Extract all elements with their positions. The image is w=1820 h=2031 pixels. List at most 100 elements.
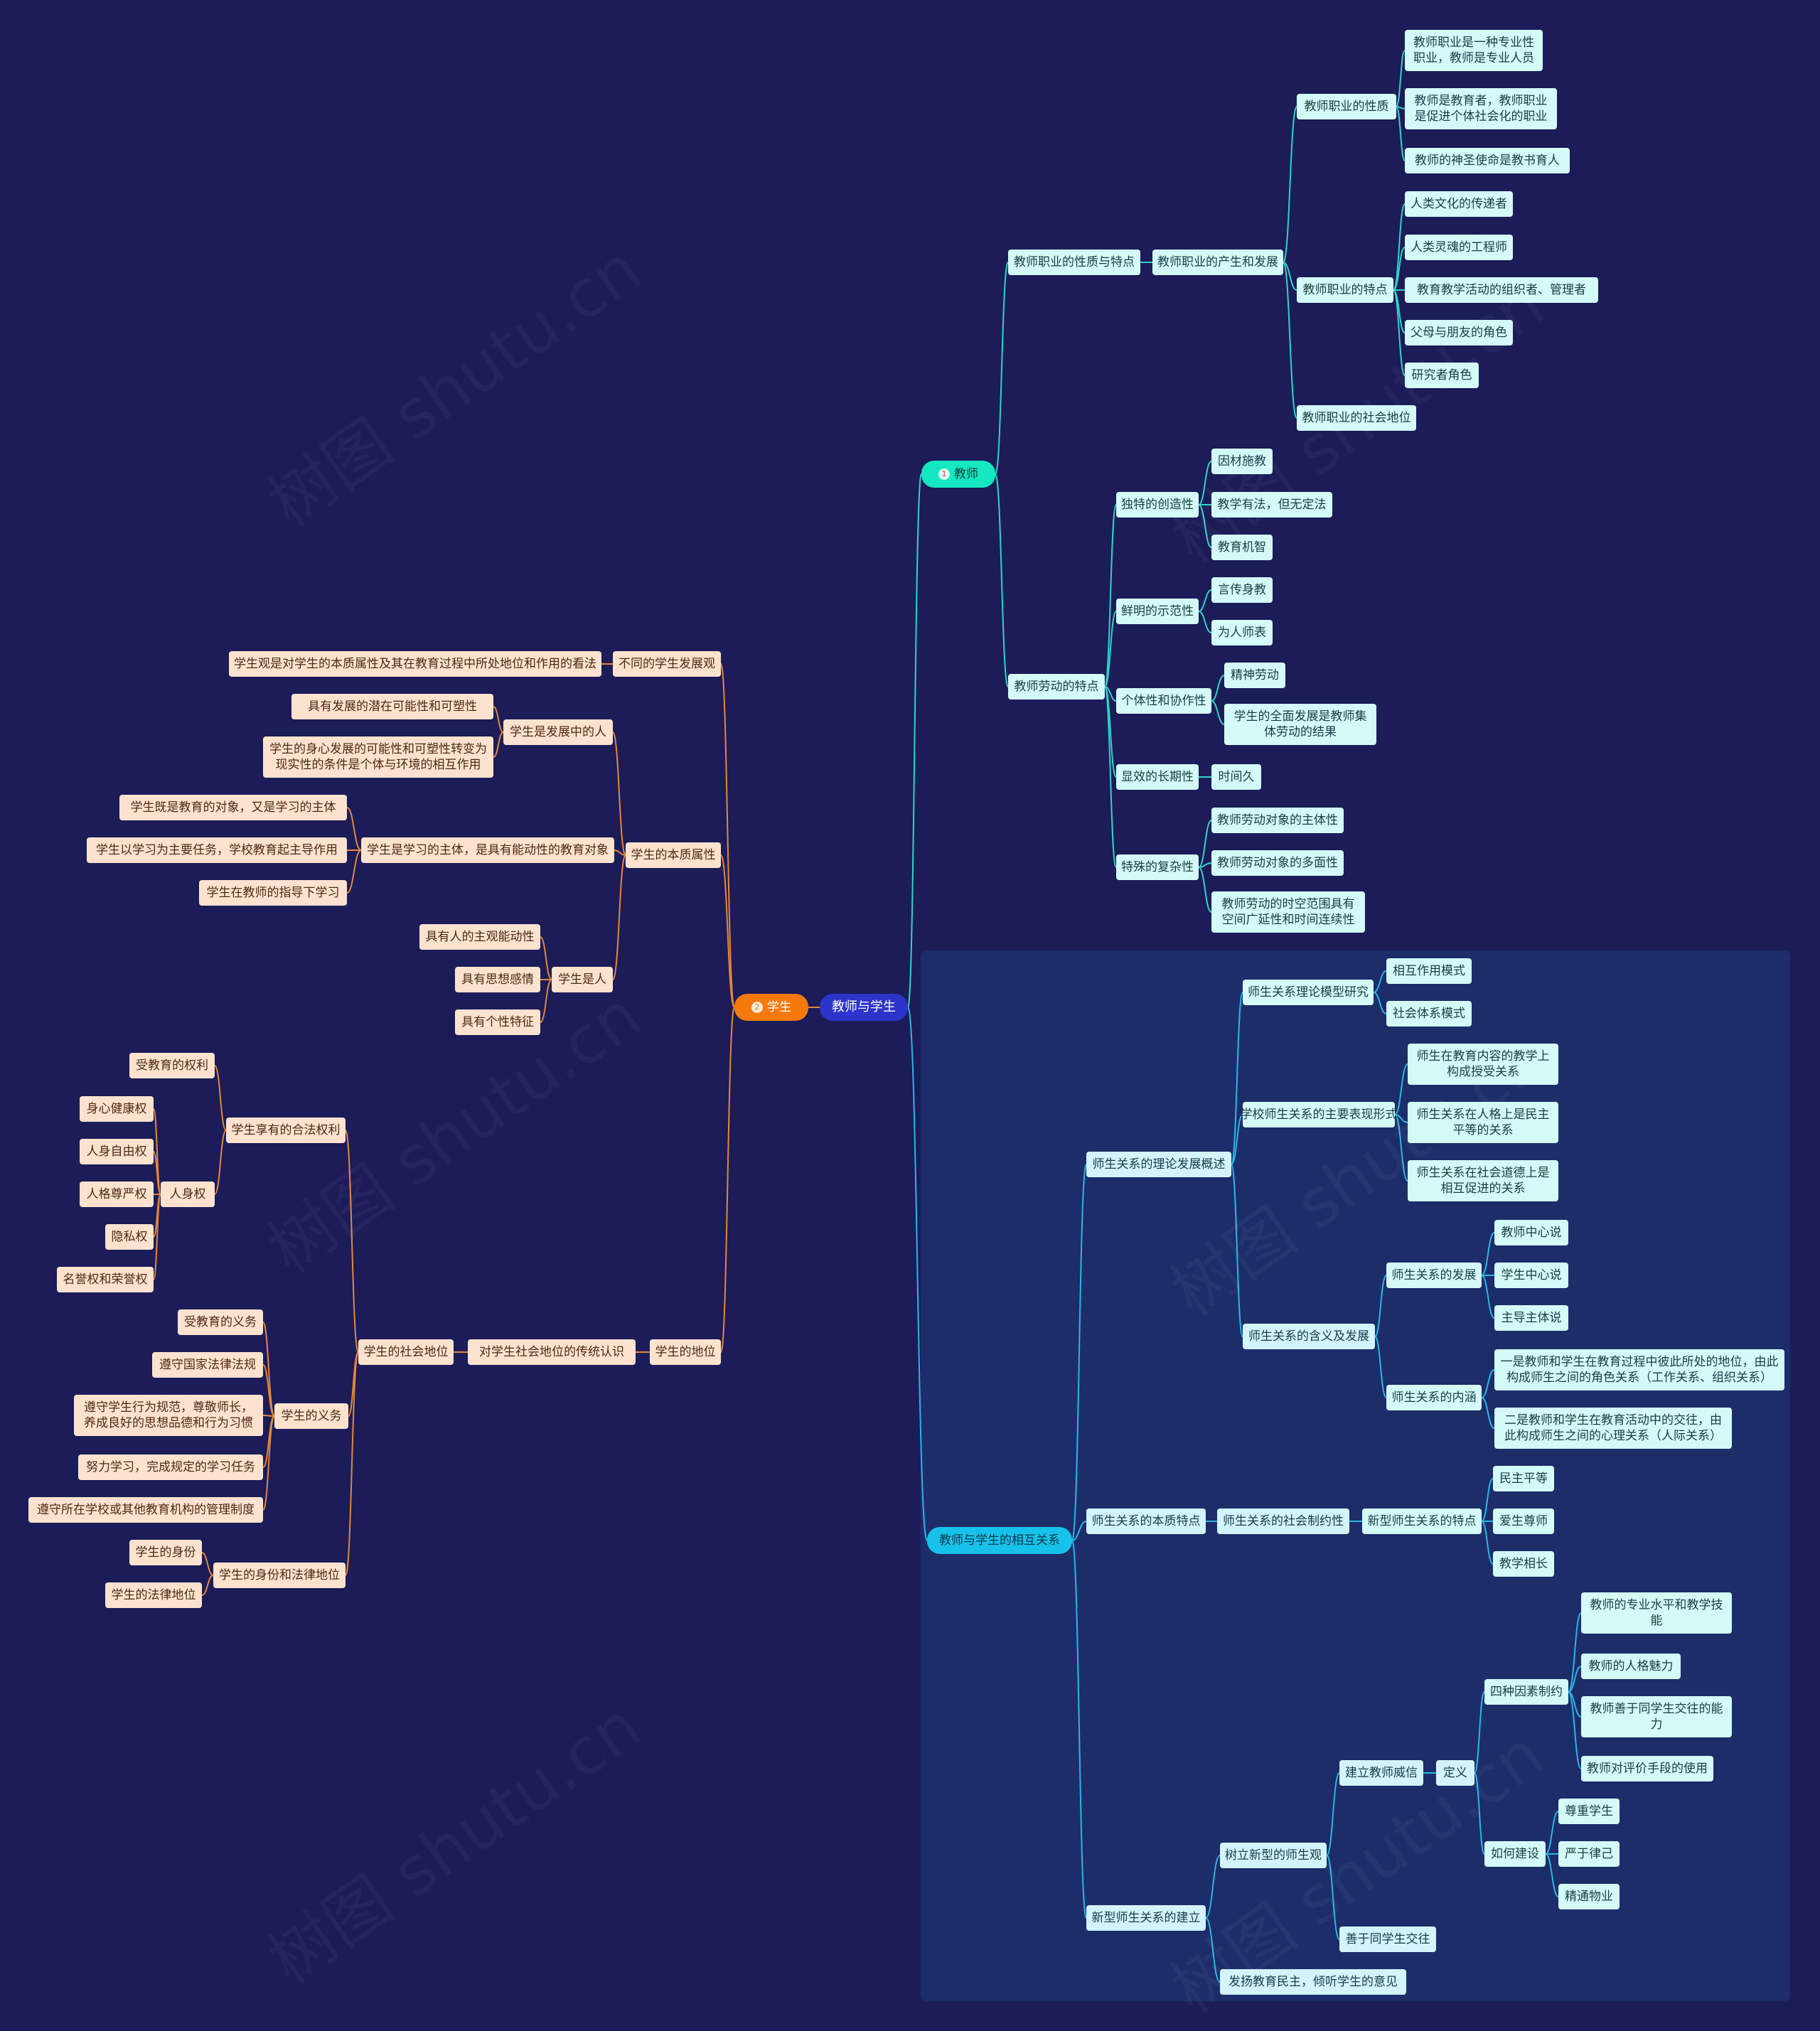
branch-teacher-student-relation[interactable]: 教师与学生的相互关系 bbox=[927, 1527, 1072, 1554]
node-student-subject-item-1[interactable]: 学生以学习为主要任务，学校教育起主导作用 bbox=[87, 837, 347, 863]
node-labor-complexity-item-2[interactable]: 教师劳动的时空范围具有空间广延性和时间连续性 bbox=[1211, 891, 1365, 933]
node-labor-creativity-item-0[interactable]: 因材施教 bbox=[1211, 449, 1273, 474]
node-relation-development-item-1[interactable]: 学生中心说 bbox=[1494, 1263, 1568, 1288]
node-prestige-how-to-build[interactable]: 如何建设 bbox=[1484, 1841, 1546, 1867]
node-teacher-labor-traits[interactable]: 教师劳动的特点 bbox=[1008, 674, 1105, 700]
node-labor-cooperation-item-1[interactable]: 学生的全面发展是教师集体劳动的结果 bbox=[1224, 704, 1376, 745]
node-student-human-item-2[interactable]: 具有个性特征 bbox=[455, 1009, 540, 1035]
node-student-essence[interactable]: 学生的本质属性 bbox=[626, 842, 721, 868]
leaf-teacher-trait-4[interactable]: 研究者角色 bbox=[1405, 363, 1479, 388]
node-prestige-how-to-build-item-1[interactable]: 严于律己 bbox=[1558, 1841, 1620, 1867]
leaf-teacher-nature-0[interactable]: 教师职业是一种专业性职业，教师是专业人员 bbox=[1405, 30, 1543, 71]
node-student-duties-item-2[interactable]: 遵守学生行为规范，尊敬师长，养成良好的思想品德和行为习惯 bbox=[74, 1395, 263, 1436]
node-prestige-how-to-build-item-2[interactable]: 精通物业 bbox=[1558, 1884, 1620, 1909]
node-relation-new-type-item-2[interactable]: 教学相长 bbox=[1493, 1551, 1554, 1577]
node-relation-social-constraint[interactable]: 师生关系的社会制约性 bbox=[1217, 1508, 1349, 1534]
node-student-human-item-0[interactable]: 具有人的主观能动性 bbox=[419, 924, 540, 950]
node-student-developing[interactable]: 学生是发展中的人 bbox=[503, 719, 613, 745]
node-right-personal-item-2[interactable]: 人格尊严权 bbox=[80, 1181, 154, 1207]
node-labor-cooperation-item-0[interactable]: 精神劳动 bbox=[1224, 663, 1285, 688]
node-labor-long-term-item-0[interactable]: 时间久 bbox=[1211, 764, 1261, 790]
node-relation-new-type[interactable]: 新型师生关系的特点 bbox=[1362, 1508, 1482, 1534]
node-labor-creativity-item-1[interactable]: 教学有法，但无定法 bbox=[1211, 492, 1332, 518]
node-prestige-four-factors-item-2[interactable]: 教师善于同学生交往的能力 bbox=[1581, 1696, 1732, 1737]
node-relation-development[interactable]: 师生关系的发展 bbox=[1386, 1263, 1482, 1288]
node-labor-creativity-item-2[interactable]: 教育机智 bbox=[1211, 535, 1273, 560]
node-student-duties-item-4[interactable]: 遵守所在学校或其他教育机构的管理制度 bbox=[28, 1497, 263, 1523]
node-right-personal[interactable]: 人身权 bbox=[161, 1181, 215, 1207]
node-relation-theory-overview[interactable]: 师生关系的理论发展概述 bbox=[1086, 1152, 1231, 1177]
node-relation-forms-item-0[interactable]: 师生在教育内容的教学上构成授受关系 bbox=[1408, 1044, 1558, 1085]
node-student-human-item-1[interactable]: 具有思想感情 bbox=[455, 967, 540, 992]
node-relation-new-view[interactable]: 树立新型的师生观 bbox=[1220, 1843, 1327, 1868]
node-relation-connotation-item-1[interactable]: 二是教师和学生在教育活动中的交往，由此构成师生之间的心理关系（人际关系） bbox=[1494, 1408, 1732, 1449]
node-student-subject[interactable]: 学生是学习的主体，是具有能动性的教育对象 bbox=[361, 837, 614, 863]
node-labor-complexity[interactable]: 特殊的复杂性 bbox=[1116, 854, 1199, 880]
node-student-duties-item-0[interactable]: 受教育的义务 bbox=[178, 1309, 263, 1335]
node-student-traditional-view[interactable]: 对学生社会地位的传统认识 bbox=[468, 1339, 636, 1365]
node-relation-theory-model-item-1[interactable]: 社会体系模式 bbox=[1386, 1001, 1472, 1027]
node-prestige-four-factors-item-1[interactable]: 教师的人格魅力 bbox=[1581, 1654, 1681, 1679]
node-student-duties-item-3[interactable]: 努力学习，完成规定的学习任务 bbox=[78, 1454, 263, 1480]
node-relation-build[interactable]: 新型师生关系的建立 bbox=[1086, 1905, 1206, 1931]
node-teacher-profession-nature-traits[interactable]: 教师职业的性质与特点 bbox=[1008, 250, 1140, 275]
node-relation-development-item-0[interactable]: 教师中心说 bbox=[1494, 1220, 1568, 1245]
node-prestige-how-to-build-item-0[interactable]: 尊重学生 bbox=[1558, 1799, 1620, 1824]
node-student-developing-item-1[interactable]: 学生的身心发展的可能性和可塑性转变为现实性的条件是个体与环境的相互作用 bbox=[263, 736, 493, 778]
node-right-education[interactable]: 受教育的权利 bbox=[129, 1053, 215, 1078]
node-relation-theory-model-item-0[interactable]: 相互作用模式 bbox=[1386, 958, 1472, 984]
node-labor-demonstration-item-1[interactable]: 为人师表 bbox=[1211, 620, 1273, 645]
node-prestige-four-factors[interactable]: 四种因素制约 bbox=[1484, 1679, 1568, 1705]
node-teacher-social-status[interactable]: 教师职业的社会地位 bbox=[1297, 405, 1416, 431]
node-labor-complexity-item-1[interactable]: 教师劳动对象的多面性 bbox=[1211, 850, 1344, 876]
node-student-rights[interactable]: 学生享有的合法权利 bbox=[226, 1118, 346, 1143]
leaf-teacher-trait-1[interactable]: 人类灵魂的工程师 bbox=[1405, 235, 1513, 260]
node-student-development-views-item-0[interactable]: 学生观是对学生的本质属性及其在教育过程中所处地位和作用的看法 bbox=[229, 651, 601, 677]
node-student-position[interactable]: 学生的地位 bbox=[650, 1339, 721, 1365]
node-relation-connotation[interactable]: 师生关系的内涵 bbox=[1386, 1385, 1482, 1410]
node-teacher-profession-traits[interactable]: 教师职业的特点 bbox=[1297, 277, 1393, 303]
node-student-identity-item-0[interactable]: 学生的身份 bbox=[129, 1540, 202, 1565]
leaf-teacher-nature-2[interactable]: 教师的神圣使命是教书育人 bbox=[1405, 148, 1570, 173]
node-student-duties[interactable]: 学生的义务 bbox=[274, 1403, 348, 1429]
node-labor-long-term[interactable]: 显效的长期性 bbox=[1116, 764, 1199, 790]
node-right-personal-item-4[interactable]: 名誉权和荣誉权 bbox=[57, 1267, 154, 1292]
node-student-development-views[interactable]: 不同的学生发展观 bbox=[613, 651, 721, 677]
node-relation-new-type-item-0[interactable]: 民主平等 bbox=[1493, 1466, 1554, 1491]
node-teacher-profession-nature[interactable]: 教师职业的性质 bbox=[1297, 94, 1396, 119]
node-relation-forms-item-2[interactable]: 师生关系在社会道德上是相互促进的关系 bbox=[1408, 1160, 1558, 1201]
node-student-human[interactable]: 学生是人 bbox=[552, 967, 613, 992]
leaf-teacher-trait-0[interactable]: 人类文化的传递者 bbox=[1405, 191, 1513, 217]
node-relation-forms[interactable]: 学校师生关系的主要表现形式 bbox=[1241, 1102, 1398, 1127]
node-relation-connotation-item-0[interactable]: 一是教师和学生在教育过程中彼此所处的地位，由此构成师生之间的角色关系（工作关系、… bbox=[1494, 1349, 1784, 1390]
node-build-teacher-prestige[interactable]: 建立教师威信 bbox=[1339, 1760, 1423, 1786]
node-student-social-position[interactable]: 学生的社会地位 bbox=[358, 1339, 454, 1365]
node-build-democracy[interactable]: 发扬教育民主，倾听学生的意见 bbox=[1220, 1969, 1406, 1995]
node-relation-meaning[interactable]: 师生关系的含义及发展 bbox=[1243, 1324, 1375, 1349]
leaf-teacher-trait-3[interactable]: 父母与朋友的角色 bbox=[1405, 320, 1513, 345]
node-student-duties-item-1[interactable]: 遵守国家法律法规 bbox=[152, 1352, 263, 1378]
node-labor-cooperation[interactable]: 个体性和协作性 bbox=[1116, 688, 1211, 714]
node-relation-new-type-item-1[interactable]: 爱生尊师 bbox=[1493, 1508, 1554, 1534]
node-prestige-four-factors-item-3[interactable]: 教师对评价手段的使用 bbox=[1581, 1756, 1713, 1781]
node-teacher-profession-origin[interactable]: 教师职业的产生和发展 bbox=[1152, 250, 1283, 275]
node-prestige-four-factors-item-0[interactable]: 教师的专业水平和教学技能 bbox=[1581, 1592, 1732, 1634]
node-right-personal-item-0[interactable]: 身心健康权 bbox=[80, 1096, 154, 1122]
node-build-communicate[interactable]: 善于同学生交往 bbox=[1339, 1926, 1436, 1952]
root-topic[interactable]: 教师与学生 bbox=[820, 994, 908, 1021]
node-relation-theory-model[interactable]: 师生关系理论模型研究 bbox=[1243, 980, 1374, 1005]
node-labor-complexity-item-0[interactable]: 教师劳动对象的主体性 bbox=[1211, 808, 1344, 833]
leaf-teacher-trait-2[interactable]: 教育教学活动的组织者、管理者 bbox=[1405, 277, 1598, 303]
node-relation-forms-item-1[interactable]: 师生关系在人格上是民主平等的关系 bbox=[1408, 1102, 1558, 1143]
node-student-subject-item-2[interactable]: 学生在教师的指导下学习 bbox=[199, 880, 347, 906]
node-right-personal-item-1[interactable]: 人身自由权 bbox=[80, 1139, 154, 1164]
node-prestige-definition[interactable]: 定义 bbox=[1436, 1760, 1474, 1786]
node-right-personal-item-3[interactable]: 隐私权 bbox=[105, 1224, 154, 1250]
node-labor-demonstration-item-0[interactable]: 言传身教 bbox=[1211, 577, 1273, 603]
node-labor-creativity[interactable]: 独特的创造性 bbox=[1116, 492, 1199, 518]
node-student-identity-item-1[interactable]: 学生的法律地位 bbox=[105, 1582, 202, 1608]
leaf-teacher-nature-1[interactable]: 教师是教育者，教师职业是促进个体社会化的职业 bbox=[1405, 88, 1557, 129]
node-student-developing-item-0[interactable]: 具有发展的潜在可能性和可塑性 bbox=[291, 694, 493, 719]
node-labor-demonstration[interactable]: 鲜明的示范性 bbox=[1116, 599, 1199, 624]
